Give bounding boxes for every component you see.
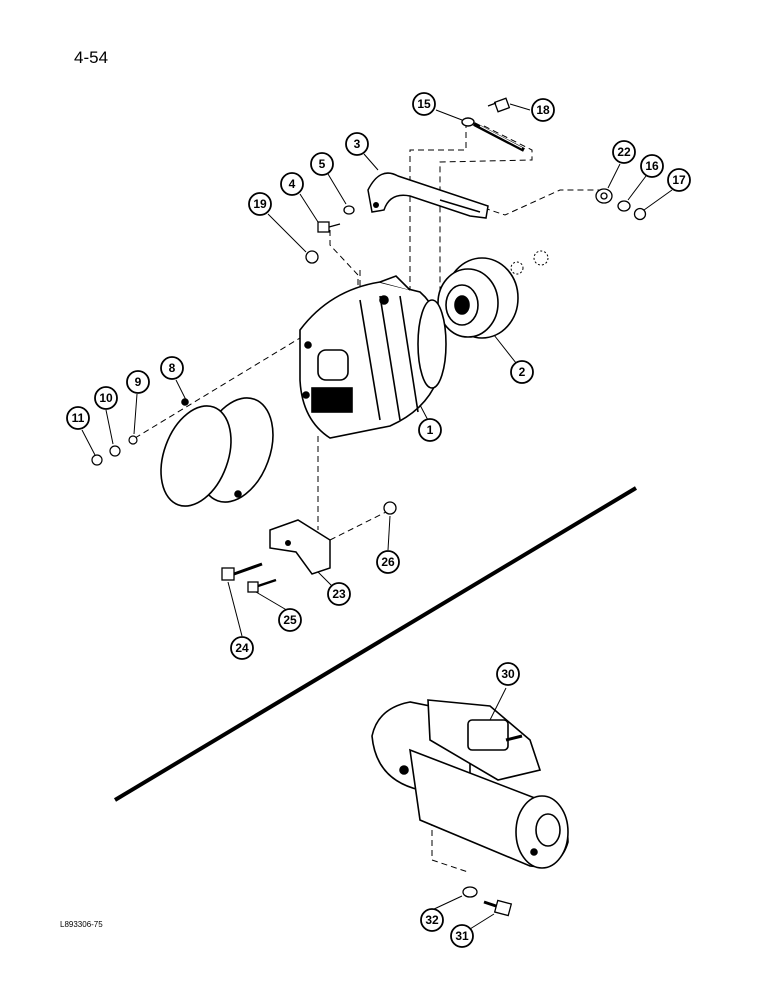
callout-26: 26 [376,550,400,574]
callout-label: 9 [135,375,142,389]
callouts: 1 2 3 4 5 8 9 10 11 15 16 17 18 19 22 23… [66,92,691,948]
washer-icon [462,886,478,898]
nut-icon [383,501,397,515]
callout-8: 8 [160,356,184,380]
callout-18: 18 [531,98,555,122]
callout-label: 16 [645,159,659,173]
callout-label: 25 [283,613,297,627]
callout-11: 11 [66,406,90,430]
callout-10: 10 [94,386,118,410]
callout-9: 9 [126,370,150,394]
alternator-icon [299,275,447,439]
bolt-icon [483,899,513,917]
callout-17: 17 [667,168,691,192]
callout-label: 23 [332,587,346,601]
spacer-icon [595,188,613,204]
callout-label: 4 [289,177,296,191]
starter-motor-icon [371,699,569,869]
adjusting-bracket-icon [367,172,489,219]
callout-label: 31 [455,929,469,943]
washer-icon [343,205,355,215]
callout-label: 26 [381,555,395,569]
callout-label: 18 [536,103,550,117]
washer-icon [128,435,138,445]
nut-icon [91,454,103,466]
callout-23: 23 [327,582,351,606]
rear-cover-icon [160,397,274,507]
bolt-icon [221,562,263,581]
callout-label: 19 [253,197,267,211]
bolt-icon [247,578,277,593]
callout-label: 32 [425,913,439,927]
callout-5: 5 [310,152,334,176]
callout-25: 25 [278,608,302,632]
washer-icon [617,200,631,212]
pulley-icon [437,257,519,339]
bolt-icon [317,221,341,233]
callout-label: 8 [169,361,176,375]
callout-22: 22 [612,140,636,164]
callout-label: 24 [235,641,249,655]
callout-leaders [81,103,673,935]
callout-label: 3 [354,137,361,151]
bracket-hole-icon [373,202,379,208]
callout-1: 1 [418,418,442,442]
nut-icon [305,250,319,264]
callout-15: 15 [412,92,436,116]
nut-icon [633,207,647,221]
figure-code: L893306-75 [60,920,103,929]
callout-16: 16 [640,154,664,178]
mounting-bracket-icon [269,519,331,575]
callout-4: 4 [280,172,304,196]
callout-24: 24 [230,636,254,660]
divider-line [113,486,638,802]
callout-3: 3 [345,132,369,156]
eye-bolt-icon [461,117,525,152]
callout-label: 30 [501,667,515,681]
bolt-icon [487,97,511,113]
callout-label: 11 [72,411,85,425]
assembly-leader-lines [134,122,600,873]
callout-32: 32 [420,908,444,932]
callout-label: 10 [99,391,113,405]
nut-icon [109,445,121,457]
callout-label: 2 [519,365,526,379]
callout-30: 30 [496,662,520,686]
callout-label: 15 [417,97,431,111]
callout-label: 1 [427,423,434,437]
callout-label: 22 [617,145,631,159]
pulley-nut-icon [510,250,549,275]
callout-label: 17 [672,173,686,187]
callout-31: 31 [450,924,474,948]
bracket-hole-icon [285,540,291,546]
page-number: 4-54 [74,48,109,67]
callout-2: 2 [510,360,534,384]
bracket-slot-icon [439,199,481,213]
callout-19: 19 [248,192,272,216]
callout-label: 5 [319,157,326,171]
